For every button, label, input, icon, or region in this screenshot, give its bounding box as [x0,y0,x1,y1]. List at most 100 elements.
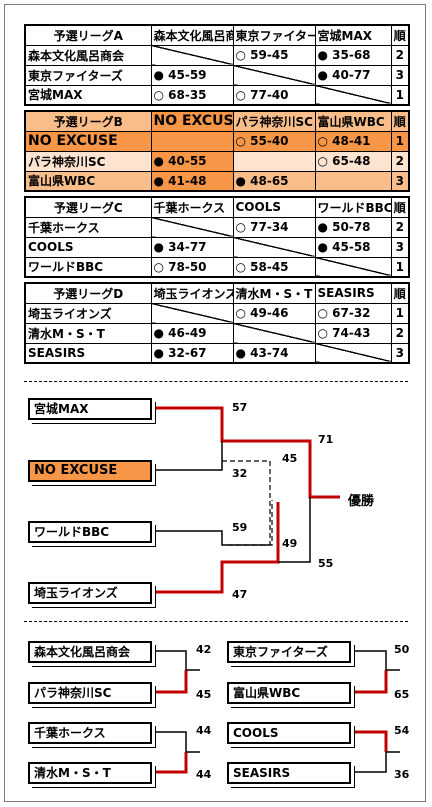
team-name: NO EXCUSE [24,130,152,152]
placement-team: SEASIRS [227,762,351,784]
champion-label: 優勝 [348,494,375,509]
result-cell: ● 32-67 [150,342,234,364]
result-cell: ○ 58-45 [232,256,316,278]
diagonal-cell [150,216,234,238]
placement-team: 千葉ホークス [28,722,152,744]
score-label: 54 [394,724,410,737]
result-cell: ○ 65-48 [314,150,392,172]
team-name: 千葉ホークス [24,216,152,238]
diagonal-cell [314,170,392,192]
score-label: 42 [196,643,212,656]
placement-team: COOLS [227,722,351,744]
result-cell: ○ 48-41 [314,130,392,152]
placement-team: パラ神奈川SC [28,682,152,704]
winner-line-semi1 [270,439,340,499]
bracket-line-semi2 [278,497,311,563]
score-label: 55 [318,557,334,570]
score-label: 47 [232,588,248,601]
league-c-rank-header: 順 [390,196,410,218]
result-cell: ● 41-48 [150,170,234,192]
rank-cell: 2 [390,150,410,172]
rank-cell: 1 [390,84,410,106]
table-row: NO EXCUSE ○ 55-40 ○ 48-41 1 [24,130,410,152]
result-cell: ● 34-77 [150,236,234,258]
rank-cell: 3 [390,342,410,364]
rank-cell: 3 [390,170,410,192]
league-a-rank-header: 順 [390,24,410,46]
final-team-3: ワールドBBC [28,521,152,543]
league-d-table: 予選リーグD 埼玉ライオンズ 清水M・S・T SEASIRS 順 埼玉ライオンズ… [24,282,410,364]
team-name: 富山県WBC [24,170,152,192]
page-frame [4,4,426,802]
table-row: 東京ファイターズ ● 45-59 ● 40-77 3 [24,64,410,86]
result-cell: ● 40-55 [150,150,234,172]
table-row: パラ神奈川SC ● 40-55 ○ 65-48 2 [24,150,410,172]
score-label: 65 [394,688,410,701]
placement-team: 清水M・S・T [28,762,152,784]
score-label: 36 [394,768,410,781]
bracket-line-worldbbc [152,530,270,546]
diagonal-cell [314,256,392,278]
diagonal-cell [232,236,316,258]
score-label: 71 [318,433,334,446]
league-a-title: 予選リーグA [24,24,152,46]
league-b-table: 予選リーグB NO EXCUSE パラ神奈川SC 富山県WBC 順 NO EXC… [24,110,410,192]
bracket-line-noexcuse [152,441,223,471]
table-row: 宮城MAX ○ 68-35 ○ 77-40 1 [24,84,410,106]
league-b-col3: 富山県WBC [314,110,392,132]
result-cell: ○ 78-50 [150,256,234,278]
table-row: 富山県WBC ● 41-48 ● 48-65 3 [24,170,410,192]
diagonal-cell [314,342,392,364]
placement-team: 森本文化風呂商会 [28,641,152,663]
result-cell: ● 48-65 [232,170,316,192]
table-row: 埼玉ライオンズ ○ 49-46 ○ 67-32 1 [24,302,410,324]
table-row: SEASIRS ● 32-67 ● 43-74 3 [24,342,410,364]
team-name: パラ神奈川SC [24,150,152,172]
diagonal-cell [232,322,316,344]
rank-cell: 3 [390,64,410,86]
result-cell: ○ 49-46 [232,302,316,324]
league-c-col2: COOLS [232,196,316,218]
winner-line-saitama [152,502,280,594]
rank-cell: 2 [390,44,410,66]
score-label: 44 [196,724,212,737]
team-name: COOLS [24,236,152,258]
dashed-connector-2 [228,500,273,546]
result-cell: ● 40-77 [314,64,392,86]
league-a-col1: 森本文化風呂商会 [150,24,234,46]
result-cell: ○ 59-45 [232,44,316,66]
table-row: ワールドBBC ○ 78-50 ○ 58-45 1 [24,256,410,278]
section-divider [24,381,408,382]
final-team-4: 埼玉ライオンズ [28,582,152,604]
section-divider [24,621,408,622]
result-cell: ● 43-74 [232,342,316,364]
diagonal-cell [314,84,392,106]
team-name: ワールドBBC [24,256,152,278]
placement-team: 富山県WBC [227,682,351,704]
team-name: SEASIRS [24,342,152,364]
score-label: 50 [394,643,410,656]
league-b-col1: NO EXCUSE [150,110,234,132]
result-cell: ○ 67-32 [314,302,392,324]
score-label: 32 [232,467,248,480]
result-cell: ● 46-49 [150,322,234,344]
league-c-table: 予選リーグC 千葉ホークス COOLS ワールドBBC 順 千葉ホークス ○ 7… [24,196,410,278]
result-cell: ○ 77-40 [232,84,316,106]
table-row: COOLS ● 34-77 ● 45-58 3 [24,236,410,258]
result-cell: ○ 68-35 [150,84,234,106]
winner-line-miyagi [152,406,270,443]
league-b-rank-header: 順 [390,110,410,132]
score-label: 45 [282,452,298,465]
final-team-1: 宮城MAX [28,398,152,420]
final-team-2: NO EXCUSE [28,460,152,482]
score-label: 45 [196,688,212,701]
diagonal-cell [232,150,316,172]
league-a-table: 予選リーグA 森本文化風呂商会 東京ファイターズ 宮城MAX 順 森本文化風呂商… [24,24,410,106]
placement-team: 東京ファイターズ [227,641,351,663]
rank-cell: 1 [390,130,410,152]
diagonal-cell [150,44,234,66]
score-label: 59 [232,521,248,534]
table-row: 清水M・S・T ● 46-49 ○ 74-43 2 [24,322,410,344]
team-name: 宮城MAX [24,84,152,106]
